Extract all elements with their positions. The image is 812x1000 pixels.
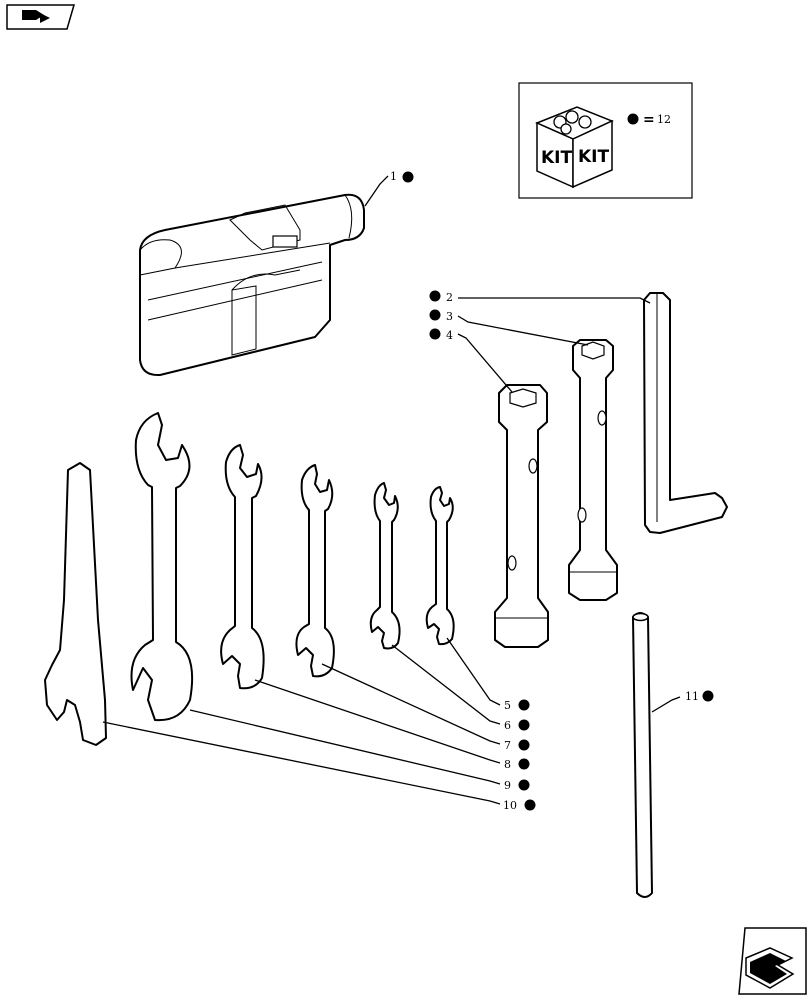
double-end-wrench-small — [369, 482, 401, 650]
callout-label: 6 — [504, 719, 511, 732]
box-spanner-long — [494, 384, 549, 648]
tool-pouch — [139, 193, 365, 377]
callout-label: 7 — [504, 739, 511, 752]
bullet-dot-icon — [518, 758, 530, 770]
callout-label: 2 — [446, 291, 453, 304]
kit-label-right: KIT — [578, 147, 609, 167]
kit-label-left: KIT — [541, 148, 572, 168]
callout-label: 3 — [446, 310, 453, 323]
double-end-wrench-medium-large — [220, 444, 265, 690]
bullet-dot-icon — [627, 113, 639, 125]
double-end-wrench-smallest — [425, 486, 455, 646]
bullet-dot-icon — [518, 739, 530, 751]
callout-6: 6 — [504, 719, 530, 732]
single-end-wrench — [44, 462, 107, 746]
bullet-dot-icon — [429, 290, 441, 302]
callout-label: 5 — [504, 699, 511, 712]
callout-2: 2 — [429, 290, 453, 304]
kit-equals: = — [643, 112, 655, 128]
callout-1: 1 — [390, 170, 414, 183]
callout-4: 4 — [429, 328, 453, 342]
callout-9: 9 — [504, 779, 530, 792]
callout-label: 11 — [685, 690, 699, 703]
kit-box-icon: KIT KIT — [535, 106, 614, 189]
callout-label: 10 — [503, 799, 517, 812]
callout-label: 8 — [504, 758, 511, 771]
box-spanner-short — [568, 339, 618, 601]
callout-label: 4 — [446, 329, 453, 342]
kit-ref-label: 12 — [657, 113, 671, 126]
callout-3: 3 — [429, 309, 453, 323]
bullet-dot-icon — [429, 328, 441, 340]
previous-page-arrow-icon[interactable] — [6, 4, 75, 30]
callout-10: 10 — [503, 799, 536, 812]
kit-legend-box: KIT KIT = 12 — [518, 82, 693, 199]
callout-label: 9 — [504, 779, 511, 792]
bullet-dot-icon — [518, 719, 530, 731]
bullet-dot-icon — [429, 309, 441, 321]
callout-7: 7 — [504, 739, 530, 752]
bullet-dot-icon — [518, 779, 530, 791]
leader-lines — [102, 297, 681, 805]
callout-8: 8 — [504, 758, 530, 771]
bullet-dot-icon — [524, 799, 536, 811]
callout-11: 11 — [685, 690, 714, 703]
hex-key — [643, 292, 728, 534]
next-page-arrow-icon[interactable] — [738, 927, 807, 995]
tommy-bar-rod — [632, 612, 653, 898]
double-end-wrench-large — [130, 412, 194, 722]
bullet-dot-icon — [702, 690, 714, 702]
callout-label: 1 — [390, 170, 397, 183]
double-end-wrench-medium — [295, 464, 335, 678]
callout-5: 5 — [504, 699, 530, 712]
bullet-dot-icon — [402, 171, 414, 183]
bullet-dot-icon — [518, 699, 530, 711]
